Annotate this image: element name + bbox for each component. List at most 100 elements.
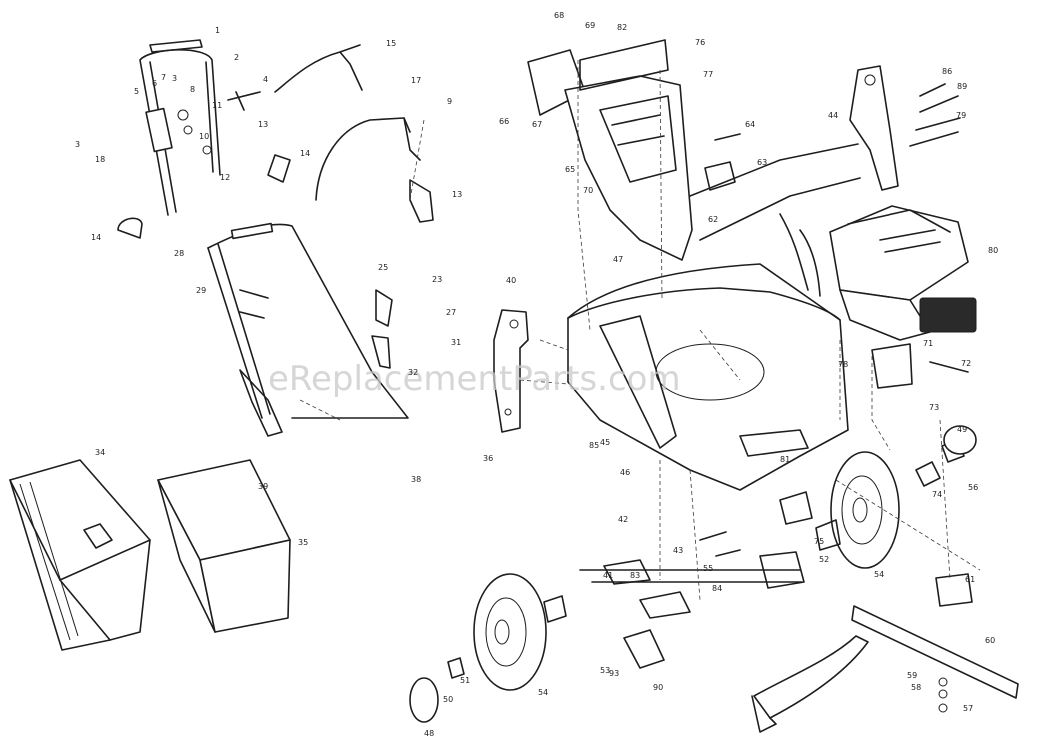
callout-c78: 78 xyxy=(838,360,848,369)
callout-c46: 46 xyxy=(620,468,630,477)
callout-c39: 39 xyxy=(258,482,268,491)
callout-c3a: 3 xyxy=(172,74,177,83)
callout-c43: 43 xyxy=(673,546,683,555)
rear-wheel-right xyxy=(779,425,977,569)
callout-c62: 62 xyxy=(708,215,718,224)
engine xyxy=(779,205,977,389)
callout-c15: 15 xyxy=(386,39,396,48)
callout-c28: 28 xyxy=(174,249,184,258)
front-wheel-left xyxy=(409,573,567,723)
callout-c89: 89 xyxy=(957,82,967,91)
callout-c18: 18 xyxy=(95,155,105,164)
callout-c9: 9 xyxy=(447,97,452,106)
callout-c27: 27 xyxy=(446,308,456,317)
callout-c31: 31 xyxy=(451,338,461,347)
callout-c12: 12 xyxy=(220,173,230,182)
mower-deck xyxy=(567,263,849,491)
callout-c66: 66 xyxy=(499,117,509,126)
callout-c3b: 3 xyxy=(75,140,80,149)
callout-c32: 32 xyxy=(408,368,418,377)
callout-c44: 44 xyxy=(828,111,838,120)
callout-c25: 25 xyxy=(378,263,388,272)
callout-c59: 59 xyxy=(907,671,917,680)
callout-c77: 77 xyxy=(703,70,713,79)
callout-c47: 47 xyxy=(613,255,623,264)
callout-c5: 5 xyxy=(134,87,139,96)
callout-c81: 81 xyxy=(780,455,790,464)
callout-c83: 83 xyxy=(630,571,640,580)
axle-linkage xyxy=(579,531,805,669)
callout-c14b: 14 xyxy=(91,233,101,242)
callout-c82: 82 xyxy=(617,23,627,32)
callout-c74: 74 xyxy=(932,490,942,499)
callout-c14a: 14 xyxy=(300,149,310,158)
callout-c53: 53 xyxy=(600,666,610,675)
callout-c57: 57 xyxy=(963,704,973,713)
handle-mount-bracket xyxy=(689,65,961,241)
callout-c60: 60 xyxy=(985,636,995,645)
watermark-text: eReplacementParts.com xyxy=(268,359,681,399)
callout-c40: 40 xyxy=(506,276,516,285)
deck-bracket xyxy=(493,309,529,433)
callout-c73: 73 xyxy=(929,403,939,412)
callout-c64: 64 xyxy=(745,120,755,129)
callout-c4: 4 xyxy=(263,75,268,84)
callout-c75: 75 xyxy=(814,537,824,546)
callout-c68: 68 xyxy=(554,11,564,20)
callout-c17: 17 xyxy=(411,76,421,85)
callout-c36: 36 xyxy=(483,454,493,463)
blade-assembly xyxy=(751,573,1019,733)
callout-c13b: 13 xyxy=(452,190,462,199)
callout-c76: 76 xyxy=(695,38,705,47)
callout-c13a: 13 xyxy=(258,120,268,129)
handle-bar-upper xyxy=(274,44,434,223)
callout-c86: 86 xyxy=(942,67,952,76)
callout-c2: 2 xyxy=(234,53,239,62)
callout-c51: 51 xyxy=(460,676,470,685)
callout-layer: 1233456789101112131314141517182325272829… xyxy=(75,11,998,738)
callout-c23: 23 xyxy=(432,275,442,284)
callout-c90: 90 xyxy=(653,683,663,692)
lower-handle-assembly xyxy=(207,222,409,437)
callout-c35: 35 xyxy=(298,538,308,547)
callout-c45: 45 xyxy=(600,438,610,447)
callout-c70: 70 xyxy=(583,186,593,195)
callout-c11: 11 xyxy=(212,101,222,110)
callout-c58: 58 xyxy=(911,683,921,692)
callout-c71: 71 xyxy=(923,339,933,348)
callout-c65: 65 xyxy=(565,165,575,174)
callout-c8: 8 xyxy=(190,85,195,94)
callout-c69: 69 xyxy=(585,21,595,30)
callout-c34: 34 xyxy=(95,448,105,457)
callout-c56: 56 xyxy=(968,483,978,492)
callout-c54b: 54 xyxy=(874,570,884,579)
callout-c29: 29 xyxy=(196,286,206,295)
callout-c50: 50 xyxy=(443,695,453,704)
grass-bag xyxy=(157,459,291,633)
callout-c10: 10 xyxy=(199,132,209,141)
upper-handle-assembly xyxy=(117,39,291,239)
callout-c84: 84 xyxy=(712,584,722,593)
callout-c79: 79 xyxy=(956,111,966,120)
callout-c63: 63 xyxy=(757,158,767,167)
callout-c1: 1 xyxy=(215,26,220,35)
callout-c38: 38 xyxy=(411,475,421,484)
callout-c93: 93 xyxy=(609,669,619,678)
callout-c6: 6 xyxy=(152,79,157,88)
callout-c48: 48 xyxy=(424,729,434,738)
callout-c85: 85 xyxy=(589,441,599,450)
callout-c61: 61 xyxy=(965,575,975,584)
grass-bag-frame xyxy=(9,459,151,651)
callout-c41: 41 xyxy=(603,571,613,580)
alignment-lines xyxy=(299,60,981,601)
callout-c54a: 54 xyxy=(538,688,548,697)
callout-c80: 80 xyxy=(988,246,998,255)
callout-c67: 67 xyxy=(532,120,542,129)
callout-c7: 7 xyxy=(161,73,166,82)
callout-c52: 52 xyxy=(819,555,829,564)
callout-c42: 42 xyxy=(618,515,628,524)
callout-c72: 72 xyxy=(961,359,971,368)
callout-c49: 49 xyxy=(957,425,967,434)
callout-c55: 55 xyxy=(703,564,713,573)
